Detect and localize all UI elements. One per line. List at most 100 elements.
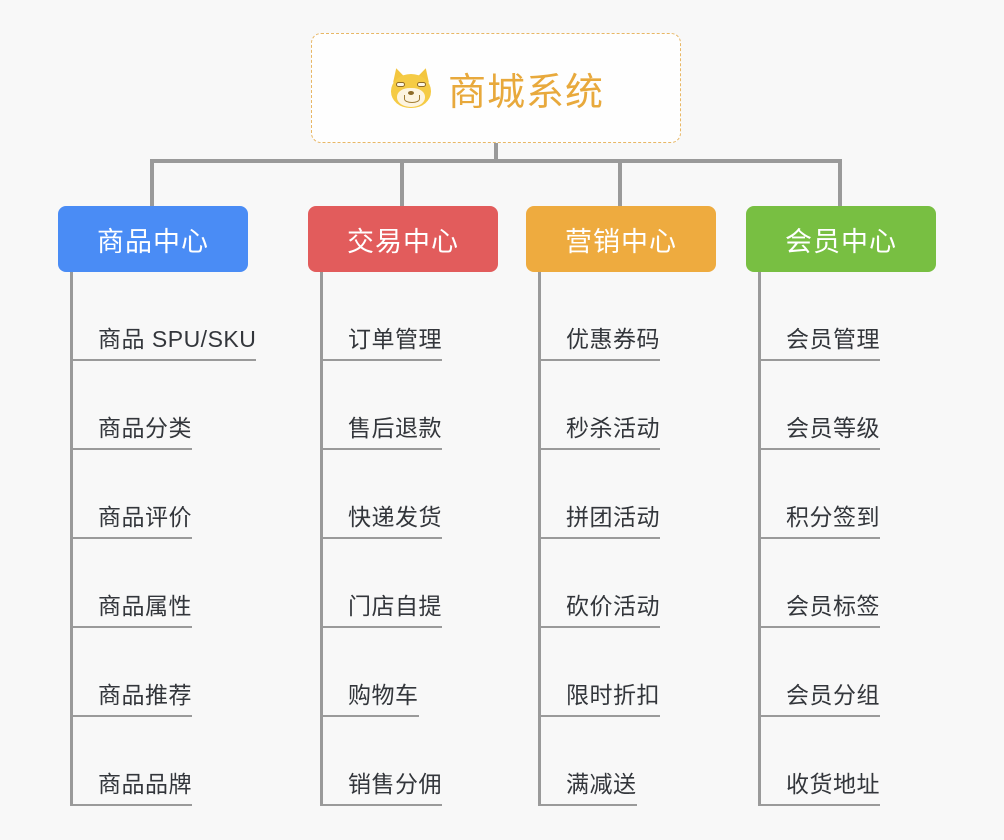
leaf-inner: 商品评价 — [70, 498, 192, 539]
leaf-item[interactable]: 满减送 — [538, 717, 716, 806]
leaf-label: 收货地址 — [786, 771, 880, 797]
leaf-inner: 收货地址 — [758, 765, 880, 806]
leaf-label: 拼团活动 — [566, 504, 660, 530]
leaf-item[interactable]: 砍价活动 — [538, 539, 716, 628]
leaf-label: 秒杀活动 — [566, 415, 660, 441]
leaf-list: 商品 SPU/SKU 商品分类商品评价商品属性商品推荐商品品牌 — [70, 272, 257, 806]
leaf-item[interactable]: 售后退款 — [320, 361, 498, 450]
leaf-inner: 销售分佣 — [320, 765, 442, 806]
leaf-inner: 快递发货 — [320, 498, 442, 539]
leaf-item[interactable]: 会员等级 — [758, 361, 936, 450]
leaf-underline — [538, 448, 660, 450]
leaf-item[interactable]: 限时折扣 — [538, 628, 716, 717]
leaf-label: 限时折扣 — [566, 682, 660, 708]
leaf-label: 商品评价 — [98, 504, 192, 530]
leaf-trunk-connector — [758, 272, 761, 806]
leaf-inner: 商品属性 — [70, 587, 192, 628]
leaf-item[interactable]: 拼团活动 — [538, 450, 716, 539]
leaf-item[interactable]: 秒杀活动 — [538, 361, 716, 450]
leaf-inner: 会员分组 — [758, 676, 880, 717]
leaf-item[interactable]: 积分签到 — [758, 450, 936, 539]
category-column: 营销中心优惠券码秒杀活动拼团活动砍价活动限时折扣满减送 — [526, 206, 716, 806]
leaf-item[interactable]: 优惠券码 — [538, 272, 716, 361]
category-bus-connector — [150, 159, 840, 163]
leaf-trunk-connector — [320, 272, 323, 806]
leaf-label: 会员管理 — [786, 326, 880, 352]
leaf-inner: 优惠券码 — [538, 320, 660, 361]
leaf-underline — [320, 537, 442, 539]
leaf-item[interactable]: 商品分类 — [70, 361, 248, 450]
leaf-underline — [538, 715, 660, 717]
leaf-underline — [70, 626, 192, 628]
category-label: 商品中心 — [97, 226, 209, 257]
category-header-1[interactable]: 商品中心 — [58, 206, 248, 272]
leaf-underline — [758, 715, 880, 717]
category-header-4[interactable]: 会员中心 — [746, 206, 936, 272]
leaf-item[interactable]: 商品评价 — [70, 450, 248, 539]
leaf-item[interactable]: 会员标签 — [758, 539, 936, 628]
leaf-label: 会员分组 — [786, 682, 880, 708]
leaf-underline — [758, 537, 880, 539]
leaf-underline — [320, 626, 442, 628]
category-label: 营销中心 — [565, 226, 677, 257]
leaf-list: 优惠券码秒杀活动拼团活动砍价活动限时折扣满减送 — [538, 272, 716, 806]
leaf-underline — [320, 804, 442, 806]
leaf-inner: 积分签到 — [758, 498, 880, 539]
leaf-underline — [538, 804, 637, 806]
category-header-2[interactable]: 交易中心 — [308, 206, 498, 272]
leaf-item[interactable]: 购物车 — [320, 628, 498, 717]
leaf-item[interactable]: 会员管理 — [758, 272, 936, 361]
leaf-item[interactable]: 商品推荐 — [70, 628, 248, 717]
leaf-underline — [758, 626, 880, 628]
leaf-list: 订单管理售后退款快递发货门店自提购物车销售分佣 — [320, 272, 498, 806]
leaf-label: 门店自提 — [348, 593, 442, 619]
leaf-inner: 会员管理 — [758, 320, 880, 361]
leaf-inner: 砍价活动 — [538, 587, 660, 628]
root-node[interactable]: 商城系统 — [311, 33, 681, 143]
branch-drop-connector-2 — [400, 159, 404, 209]
leaf-inner: 门店自提 — [320, 587, 442, 628]
leaf-trunk-connector — [70, 272, 73, 806]
leaf-underline — [70, 537, 192, 539]
leaf-underline — [320, 448, 442, 450]
leaf-inner: 订单管理 — [320, 320, 442, 361]
category-column: 商品中心商品 SPU/SKU 商品分类商品评价商品属性商品推荐商品品牌 — [58, 206, 257, 806]
leaf-underline — [758, 448, 880, 450]
root-title: 商城系统 — [447, 71, 604, 114]
leaf-item[interactable]: 销售分佣 — [320, 717, 498, 806]
shiba-dog-icon — [388, 65, 434, 111]
leaf-underline — [538, 537, 660, 539]
leaf-underline — [758, 804, 880, 806]
leaf-underline — [538, 626, 660, 628]
leaf-underline — [70, 359, 257, 361]
leaf-inner: 购物车 — [320, 676, 419, 717]
leaf-inner: 会员等级 — [758, 409, 880, 450]
leaf-item[interactable]: 商品 SPU/SKU — [70, 272, 257, 361]
leaf-item[interactable]: 商品属性 — [70, 539, 248, 628]
leaf-underline — [70, 448, 192, 450]
leaf-label: 会员等级 — [786, 415, 880, 441]
leaf-label: 商品推荐 — [98, 682, 192, 708]
leaf-label: 售后退款 — [348, 415, 442, 441]
leaf-inner: 商品品牌 — [70, 765, 192, 806]
leaf-item[interactable]: 门店自提 — [320, 539, 498, 628]
leaf-label: 购物车 — [348, 682, 419, 708]
root-trunk-connector — [494, 143, 498, 163]
leaf-item[interactable]: 商品品牌 — [70, 717, 248, 806]
leaf-label: 优惠券码 — [566, 326, 660, 352]
leaf-inner: 拼团活动 — [538, 498, 660, 539]
leaf-label: 砍价活动 — [566, 593, 660, 619]
leaf-item[interactable]: 快递发货 — [320, 450, 498, 539]
leaf-inner: 售后退款 — [320, 409, 442, 450]
leaf-label: 积分签到 — [786, 504, 880, 530]
branch-drop-connector-4 — [838, 159, 842, 209]
leaf-underline — [758, 359, 880, 361]
leaf-item[interactable]: 收货地址 — [758, 717, 936, 806]
leaf-inner: 会员标签 — [758, 587, 880, 628]
leaf-label: 商品分类 — [98, 415, 192, 441]
branch-drop-connector-3 — [618, 159, 622, 209]
leaf-item[interactable]: 会员分组 — [758, 628, 936, 717]
leaf-item[interactable]: 订单管理 — [320, 272, 498, 361]
category-header-3[interactable]: 营销中心 — [526, 206, 716, 272]
